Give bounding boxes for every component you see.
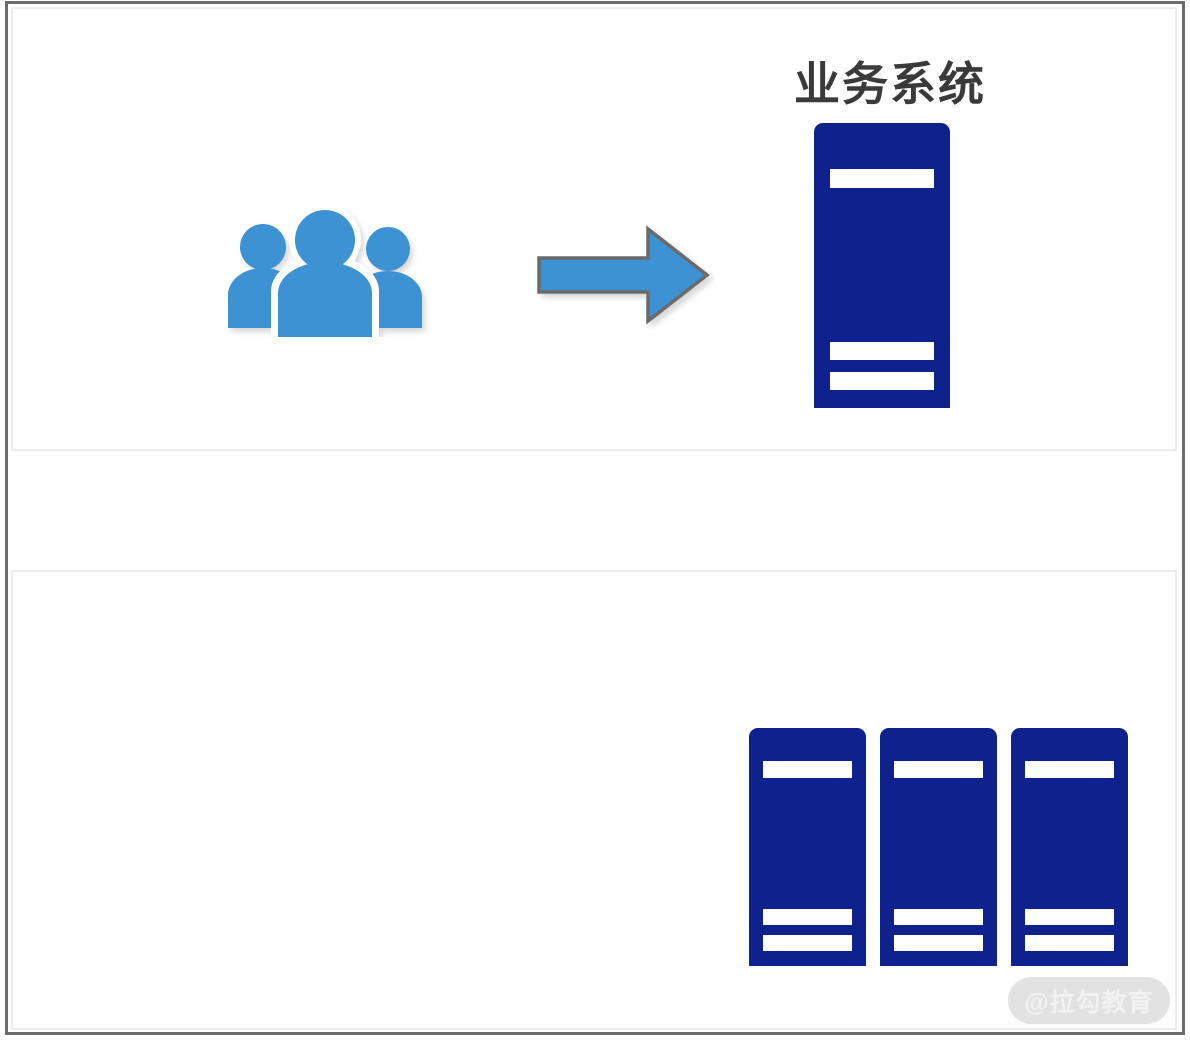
panel-title-single-server: 业务系统 — [794, 58, 986, 110]
server-tower-icon — [1011, 728, 1128, 966]
server-slot-bar — [1025, 908, 1114, 925]
server-tower-icon — [880, 728, 997, 966]
right-arrow-icon — [535, 225, 711, 325]
server-tower-icon — [749, 728, 866, 966]
watermark-badge: @拉勾教育 — [1008, 977, 1170, 1024]
server-slot-bar — [894, 908, 983, 925]
server-slot-bar — [894, 935, 983, 951]
panel-single-server: 业务系统 — [11, 7, 1177, 451]
server-slot-bar — [830, 342, 934, 361]
server-slot-bar — [830, 372, 934, 391]
server-slot-bar — [830, 168, 934, 188]
server-slot-bar — [763, 908, 852, 925]
server-slot-bar — [763, 935, 852, 951]
server-slot-bar — [1025, 761, 1114, 778]
server-slot-bar — [763, 761, 852, 778]
server-tower-icon — [814, 123, 950, 408]
server-slot-bar — [1025, 935, 1114, 951]
watermark-text: @拉勾教育 — [1024, 988, 1154, 1017]
people-group-icon — [218, 207, 433, 337]
panel-server-cluster: 业务系统集群 — [11, 570, 1177, 1030]
server-slot-bar — [894, 761, 983, 778]
